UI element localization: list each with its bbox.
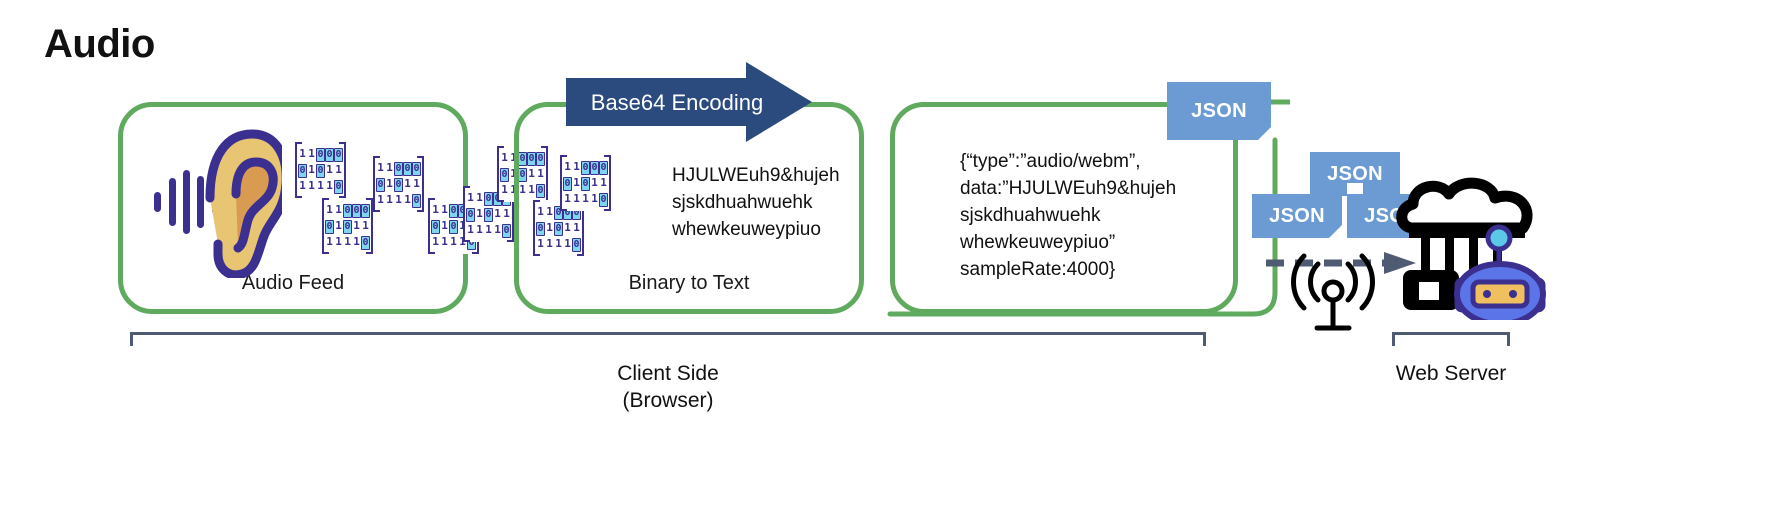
json-badge-label: JSON: [1269, 204, 1325, 227]
json-badge-main: JSON: [1167, 82, 1271, 140]
bracket-left: [497, 146, 504, 202]
bracket-left: [533, 200, 540, 256]
client-side-label: Client Side (Browser): [617, 362, 719, 412]
web-server-label: Web Server: [1395, 362, 1507, 385]
bracket-left: [373, 156, 380, 212]
bracket-right: [366, 198, 373, 254]
json-badge-label: JSON: [1327, 162, 1383, 185]
json-badge-label: JSON: [1191, 99, 1247, 122]
bracket-left: [322, 198, 329, 254]
bracket-left: [463, 186, 470, 242]
ear-icon: [154, 129, 282, 278]
json-payload-text: {“type”:”audio/webm”, data:”HJULWEuh9&hu…: [960, 151, 1177, 280]
stage-caption-binary-to-text: Binary to Text: [628, 272, 750, 294]
web-server-bracket: [1392, 332, 1510, 346]
antenna-icon: [1291, 253, 1375, 331]
encoded-text: HJULWEuh9&hujeh sjskdhuahwuehk whewkeuwe…: [672, 165, 840, 240]
json-badge-top: JSON: [1310, 152, 1400, 196]
client-side-bracket: [130, 332, 1206, 346]
json-badge-left: JSON: [1252, 194, 1342, 238]
bracket-left: [560, 155, 567, 211]
bracket-right: [339, 142, 346, 198]
bracket-left: [295, 142, 302, 198]
bracket-right: [417, 156, 424, 212]
stage-caption-audio-feed: Audio Feed: [241, 272, 345, 294]
bracket-left: [428, 198, 435, 254]
bracket-right: [604, 155, 611, 211]
page-title: Audio: [44, 22, 155, 66]
cloud-server-icon: [1396, 177, 1546, 320]
base64-encoding-arrow: [566, 62, 812, 142]
